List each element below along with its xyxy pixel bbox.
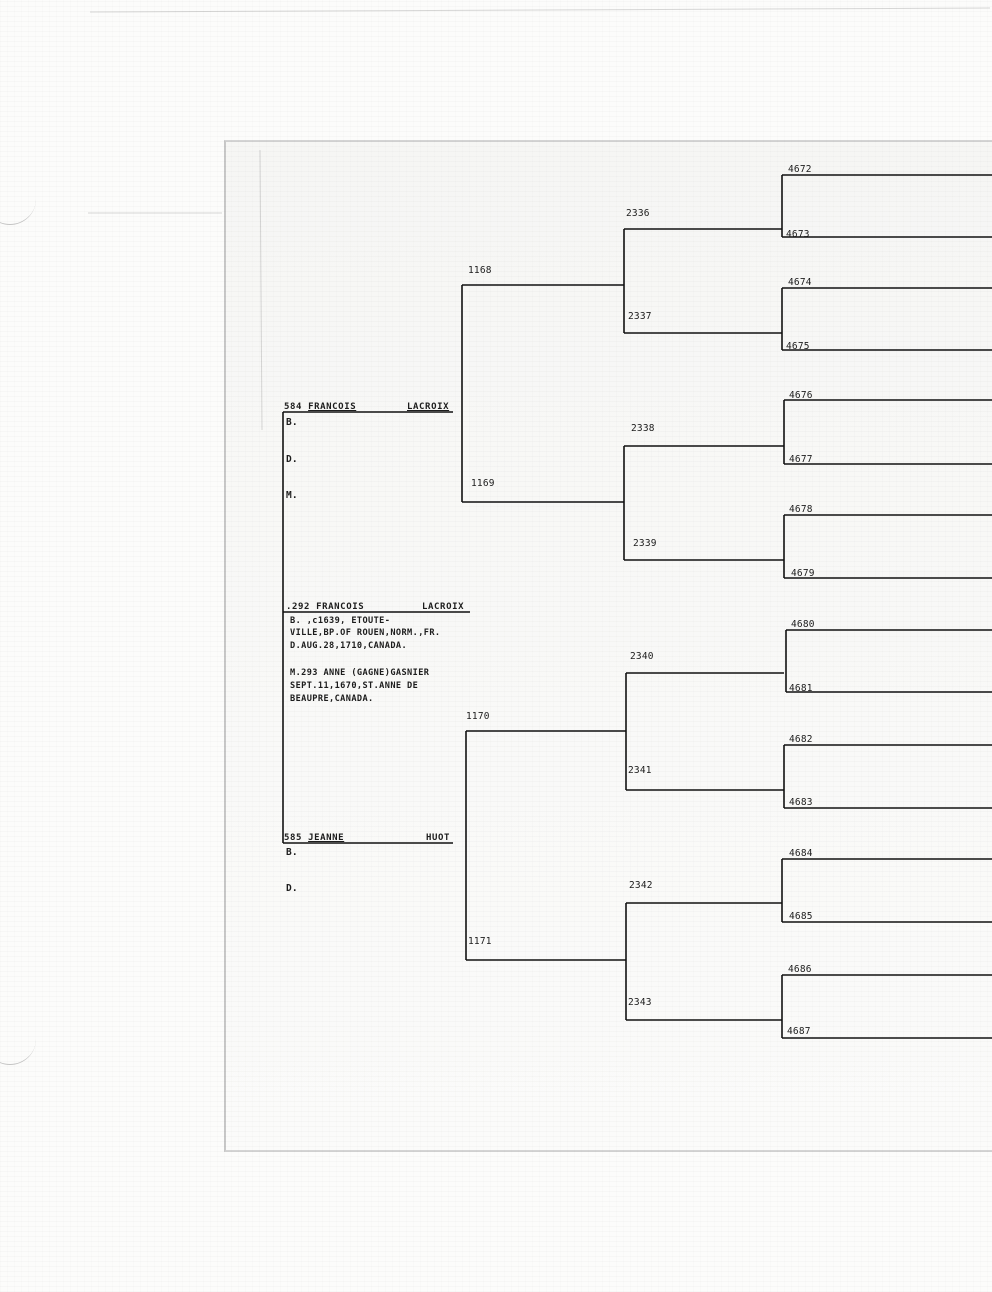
ancestor-number-4672: 4672 (788, 164, 812, 175)
ancestor-number-4683: 4683 (789, 797, 813, 808)
ancestor-number-1168: 1168 (468, 265, 492, 276)
person-292-detail-line: VILLE,BP.OF ROUEN,NORM.,FR. (290, 628, 441, 638)
person-584-surname: LACROIX (407, 402, 450, 412)
ancestor-number-4682: 4682 (789, 734, 813, 745)
person-584-number: 584 (284, 402, 303, 412)
person-584-birth-label: B. (286, 417, 298, 428)
person-292-detail-line: D.AUG.28,1710,CANADA. (290, 641, 408, 651)
ancestor-number-4679: 4679 (791, 568, 815, 579)
ancestor-number-2340: 2340 (630, 651, 654, 662)
ancestor-number-4687: 4687 (787, 1026, 811, 1037)
person-292-detail-line: M.293 ANNE (GAGNE)GASNIER (290, 668, 430, 678)
ancestor-number-2342: 2342 (629, 880, 653, 891)
person-585-surname: HUOT (426, 833, 451, 843)
person-584-first-name: FRANCOIS (308, 402, 357, 412)
person-584-death-label: D. (286, 454, 298, 465)
person-292-surname: LACROIX (422, 602, 465, 612)
person-292-header: .292 FRANCOIS (286, 602, 364, 613)
ancestor-number-2338: 2338 (631, 423, 655, 434)
ancestor-number-4686: 4686 (788, 964, 812, 975)
ancestor-number-2336: 2336 (626, 208, 650, 219)
person-292-number: .292 (286, 602, 311, 612)
person-585-birth-label: B. (286, 847, 298, 858)
ancestor-number-1169: 1169 (471, 478, 495, 489)
person-584-header: 584 FRANCOIS (284, 402, 356, 413)
person-292-detail-line: B. ,c1639, ETOUTE- (290, 616, 391, 626)
ancestor-number-2343: 2343 (628, 997, 652, 1008)
scanned-sheet (224, 140, 992, 1152)
person-585-number: 585 (284, 833, 303, 843)
ancestor-number-4685: 4685 (789, 911, 813, 922)
ancestor-number-4676: 4676 (789, 390, 813, 401)
ancestor-number-4675: 4675 (786, 341, 810, 352)
ancestor-number-2339: 2339 (633, 538, 657, 549)
ancestor-number-1170: 1170 (466, 711, 490, 722)
ancestor-number-4684: 4684 (789, 848, 813, 859)
person-292-first-name: FRANCOIS (316, 602, 365, 612)
person-585-header: 585 JEANNE (284, 833, 344, 844)
ancestor-number-4678: 4678 (789, 504, 813, 515)
ancestor-number-1171: 1171 (468, 936, 492, 947)
ancestor-number-2337: 2337 (628, 311, 652, 322)
ancestor-number-2341: 2341 (628, 765, 652, 776)
ancestor-number-4680: 4680 (791, 619, 815, 630)
person-292-detail-line: BEAUPRE,CANADA. (290, 694, 374, 704)
person-584-marriage-label: M. (286, 490, 298, 501)
ancestor-number-4677: 4677 (789, 454, 813, 465)
person-292-detail-line: SEPT.11,1670,ST.ANNE DE (290, 681, 419, 691)
ancestor-number-4681: 4681 (789, 683, 813, 694)
person-585-first-name: JEANNE (308, 833, 345, 843)
ancestor-number-4673: 4673 (786, 229, 810, 240)
ancestor-number-4674: 4674 (788, 277, 812, 288)
person-585-death-label: D. (286, 883, 298, 894)
